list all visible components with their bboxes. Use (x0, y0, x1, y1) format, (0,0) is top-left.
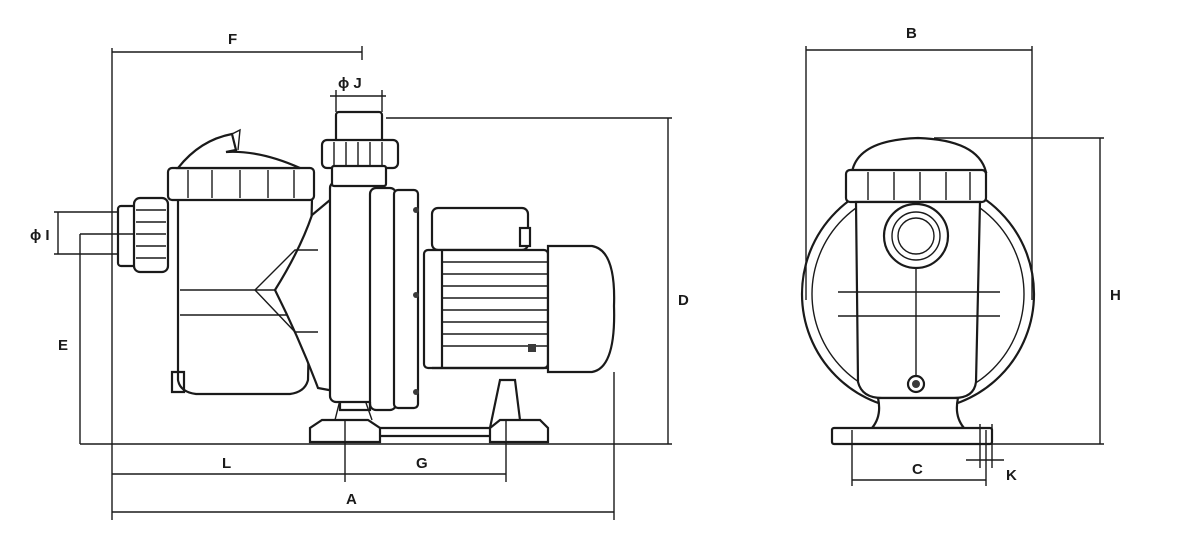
label-G: G (416, 455, 428, 472)
discharge-outlet (320, 110, 400, 188)
label-K: K (1006, 467, 1017, 484)
front-base (830, 396, 994, 446)
strainer-lid (166, 128, 316, 202)
label-F: F (228, 31, 237, 48)
front-dimension-lines (805, 46, 1104, 486)
label-H: H (1110, 287, 1121, 304)
label-L: L (222, 455, 231, 472)
pump-volute (254, 180, 420, 412)
label-D: D (678, 292, 689, 309)
suction-inlet (116, 196, 170, 274)
front-strainer (838, 136, 1000, 400)
label-J: ϕ J (338, 75, 362, 92)
side-view (54, 46, 672, 520)
side-dimension-lines (54, 46, 672, 520)
motor (422, 206, 616, 374)
front-view (800, 46, 1104, 486)
label-A: A (346, 491, 357, 508)
label-C: C (912, 461, 923, 478)
label-I: ϕ I (30, 227, 50, 244)
label-E: E (58, 337, 68, 354)
dimension-labels: F ϕ J ϕ I E D L G A B H C K (30, 25, 1121, 508)
label-B: B (906, 25, 917, 42)
